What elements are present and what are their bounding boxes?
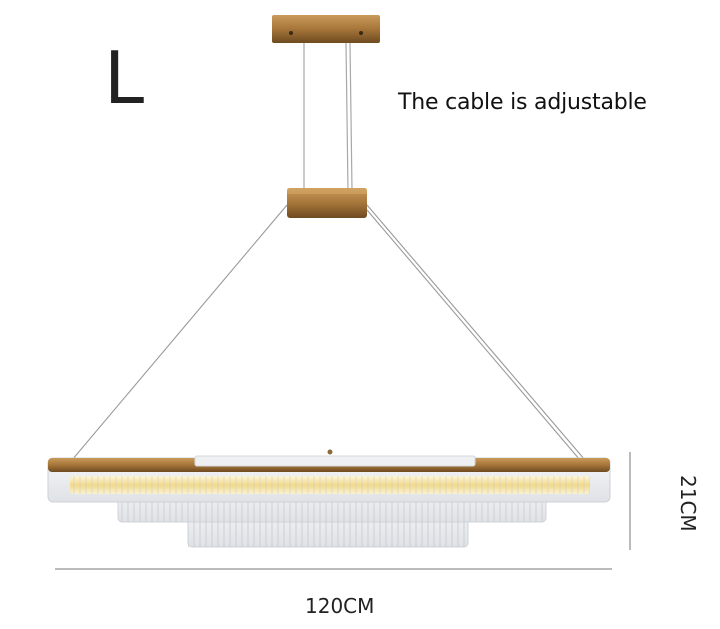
main-light-bar xyxy=(47,449,611,503)
height-label: 21CM xyxy=(676,475,700,532)
cable-adjustable-caption: The cable is adjustable xyxy=(398,90,647,115)
size-letter: L xyxy=(104,36,145,120)
fixture-cables xyxy=(71,204,586,461)
cable-hub xyxy=(287,188,367,218)
ceiling-canopy xyxy=(272,15,380,43)
suspension-cables xyxy=(303,42,353,191)
width-label: 120CM xyxy=(305,594,375,618)
